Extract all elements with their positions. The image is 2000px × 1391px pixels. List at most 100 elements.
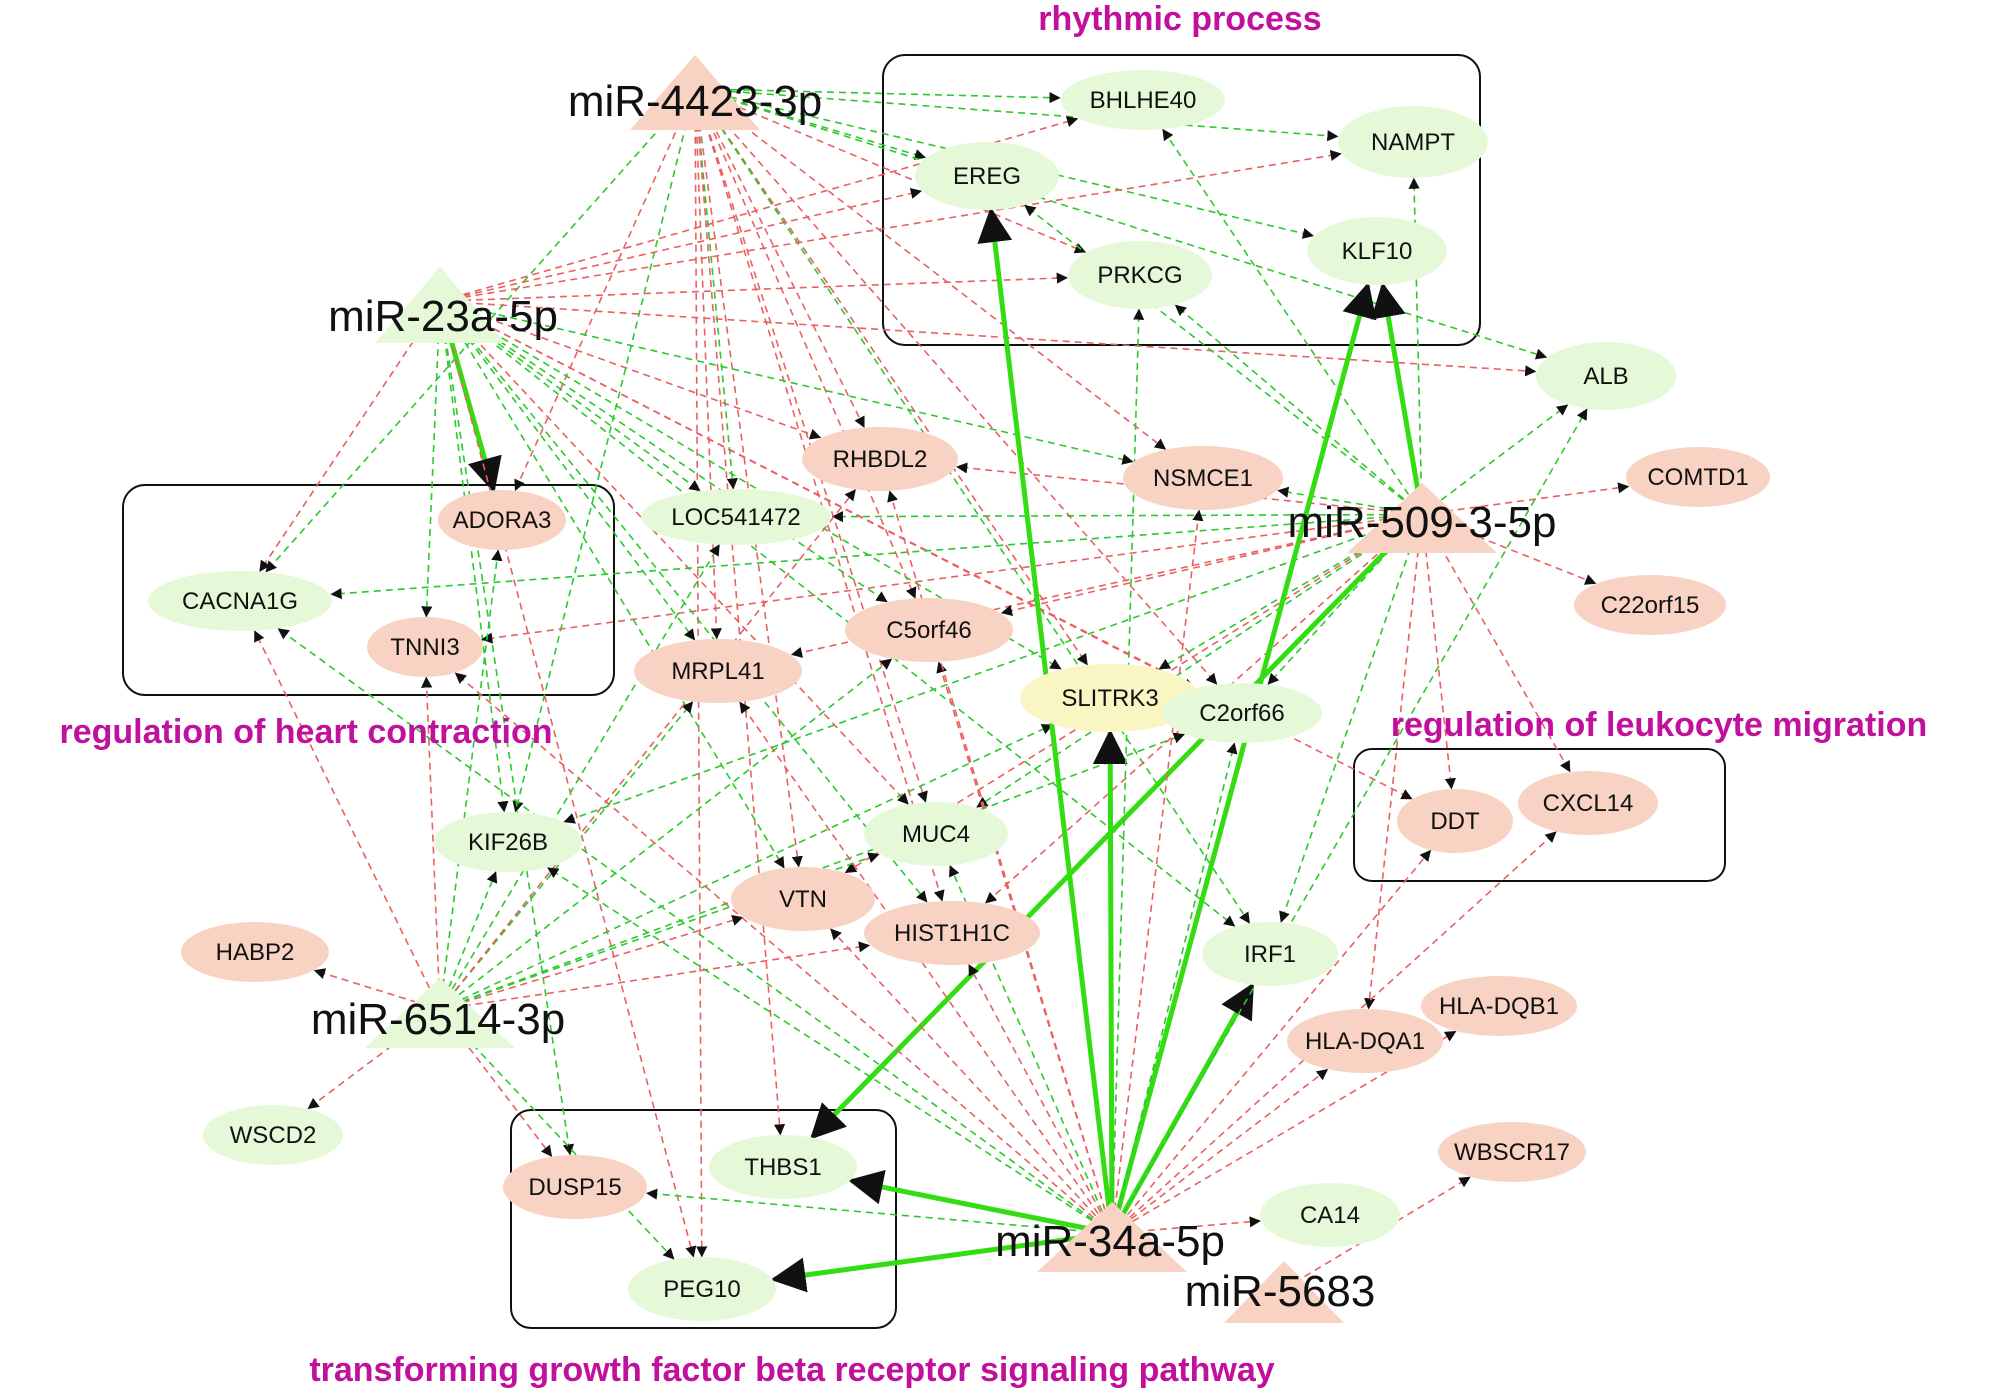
gene-node-prkcg[interactable]: PRKCG: [1068, 241, 1212, 309]
gene-label: BHLHE40: [1090, 87, 1197, 114]
gene-node-c22orf15[interactable]: C22orf15: [1574, 575, 1726, 635]
gene-node-cxcl14[interactable]: CXCL14: [1518, 771, 1658, 835]
gene-node-wbscr17[interactable]: WBSCR17: [1438, 1122, 1586, 1182]
gene-ellipse: [1123, 446, 1283, 510]
gene-label: PEG10: [663, 1276, 740, 1303]
edge-m4423-LOC541472: [694, 88, 738, 490]
edge-m6514-SLITRK3: [439, 724, 1054, 1011]
gene-node-loc541472[interactable]: LOC541472: [641, 489, 831, 545]
edge-m6514-ADORA3: [439, 549, 503, 1010]
gene-ellipse: [628, 1257, 776, 1321]
gene-node-wscd2[interactable]: WSCD2: [203, 1105, 343, 1165]
gene-node-nsmce1[interactable]: NSMCE1: [1123, 446, 1283, 510]
edge-m34a-THBS1: [847, 1169, 1113, 1236]
edge-m34a-C2orf66: [1111, 742, 1238, 1234]
gene-node-peg10[interactable]: PEG10: [628, 1257, 776, 1321]
mirna-node-m5683[interactable]: miR-5683: [1185, 1261, 1376, 1323]
edge-m509-HLA-DQA1: [1364, 514, 1423, 1010]
gene-label: CXCL14: [1543, 790, 1634, 817]
gene-node-tnni3[interactable]: TNNI3: [367, 617, 483, 677]
gene-label: THBS1: [744, 1154, 821, 1181]
gene-node-hist1h1c[interactable]: HIST1H1C: [864, 901, 1040, 965]
gene-node-vtn[interactable]: VTN: [731, 867, 875, 931]
mirna-node-m6514[interactable]: miR-6514-3p: [311, 978, 565, 1048]
edge-m34a-ALB: [1111, 408, 1588, 1234]
gene-node-hla-dqb1[interactable]: HLA-DQB1: [1421, 976, 1577, 1036]
edge-m509-BHLHE40: [1162, 128, 1423, 515]
gene-ellipse: [438, 490, 566, 550]
mirna-node-m34a[interactable]: miR-34a-5p: [995, 1202, 1225, 1272]
gene-node-ddt[interactable]: DDT: [1397, 789, 1513, 853]
gene-node-irf1[interactable]: IRF1: [1202, 922, 1338, 986]
gene-node-thbs1[interactable]: THBS1: [709, 1135, 857, 1199]
gene-node-dusp15[interactable]: DUSP15: [503, 1155, 647, 1219]
mirna-node-m4423[interactable]: miR-4423-3p: [568, 55, 822, 130]
gene-ellipse: [1162, 683, 1322, 743]
gene-node-rhbdl2[interactable]: RHBDL2: [802, 427, 958, 491]
gene-node-cacna1g[interactable]: CACNA1G: [148, 571, 332, 631]
gene-ellipse: [1626, 447, 1770, 507]
gene-node-slitrk3[interactable]: SLITRK3: [1020, 664, 1200, 732]
edge-m34a-NSMCE1: [1111, 509, 1204, 1234]
gene-ellipse: [1421, 976, 1577, 1036]
edge-m509-MUC4: [976, 513, 1423, 808]
edge-m6514-HIST1H1C: [439, 941, 871, 1011]
gene-ellipse: [1438, 1122, 1586, 1182]
edge-layer: [254, 87, 1630, 1293]
category-label-tgfb: transforming growth factor beta receptor…: [309, 1351, 1274, 1389]
gene-label: COMTD1: [1647, 464, 1748, 491]
edge-m34a-KLF10: [1109, 282, 1377, 1235]
mirna-node-m509[interactable]: miR-509-3-5p: [1288, 483, 1557, 553]
gene-label: NAMPT: [1371, 129, 1455, 156]
edge-m23a-MUC4: [439, 300, 909, 805]
gene-ellipse: [1518, 771, 1658, 835]
gene-label: ADORA3: [453, 507, 552, 534]
gene-node-nampt[interactable]: NAMPT: [1338, 106, 1488, 178]
edge-m4423-ALB: [694, 87, 1548, 360]
edge-m34a-KIF26B: [547, 867, 1113, 1235]
edge-m34a-IRF1: [1109, 982, 1255, 1235]
gene-label: RHBDL2: [833, 446, 928, 473]
gene-node-klf10[interactable]: KLF10: [1307, 217, 1447, 285]
gene-ellipse: [731, 867, 875, 931]
gene-node-habp2[interactable]: HABP2: [181, 922, 329, 982]
edge-m34a-PRKCG: [1111, 308, 1145, 1234]
gene-node-mrpl41[interactable]: MRPL41: [634, 639, 802, 703]
gene-node-adora3[interactable]: ADORA3: [438, 490, 566, 550]
gene-node-comtd1[interactable]: COMTD1: [1626, 447, 1770, 507]
edge-m4423-C5orf46: [694, 88, 917, 599]
mirna-node-m23a[interactable]: miR-23a-5p: [328, 267, 558, 343]
gene-node-bhlhe40[interactable]: BHLHE40: [1061, 70, 1225, 130]
edge-m23a-RHBDL2: [439, 300, 822, 440]
gene-label: NSMCE1: [1153, 465, 1253, 492]
edge-m34a-SLITRK3: [1092, 729, 1128, 1234]
edge-m23a-PRKCG: [439, 272, 1068, 302]
edge-m23a-KIF26B: [439, 301, 509, 813]
edge-m34a-HLA-DQA1: [1111, 1069, 1329, 1235]
gene-node-ereg[interactable]: EREG: [915, 142, 1059, 210]
gene-node-muc4[interactable]: MUC4: [864, 802, 1008, 866]
edge-m509-DDT: [1421, 514, 1456, 790]
edge-m23a-EREG: [439, 187, 923, 302]
gene-node-c2orf66[interactable]: C2orf66: [1162, 683, 1322, 743]
mirna-label: miR-23a-5p: [328, 292, 558, 341]
gene-ellipse: [634, 639, 802, 703]
gene-node-c5orf46[interactable]: C5orf46: [845, 598, 1013, 662]
gene-ellipse: [802, 427, 958, 491]
gene-node-hla-dqa1[interactable]: HLA-DQA1: [1287, 1009, 1443, 1073]
category-label-rhythmic: rhythmic process: [1038, 0, 1321, 38]
gene-label: VTN: [779, 886, 827, 913]
edge-m23a-DDT: [439, 300, 1413, 800]
gene-node-alb[interactable]: ALB: [1536, 342, 1676, 410]
gene-node-ca14[interactable]: CA14: [1260, 1183, 1400, 1247]
gene-node-kif26b[interactable]: KIF26B: [434, 812, 582, 872]
gene-ellipse: [503, 1155, 647, 1219]
edge-m23a-C5orf46: [439, 300, 888, 603]
edge-m6514-KIF26B: [439, 871, 498, 1010]
edge-m509-THBS1: [809, 512, 1424, 1140]
mirna-label: miR-6514-3p: [311, 995, 565, 1044]
gene-label: LOC541472: [671, 504, 800, 531]
edge-m34a-MUC4: [949, 865, 1113, 1234]
mirna-label: miR-5683: [1185, 1267, 1376, 1316]
